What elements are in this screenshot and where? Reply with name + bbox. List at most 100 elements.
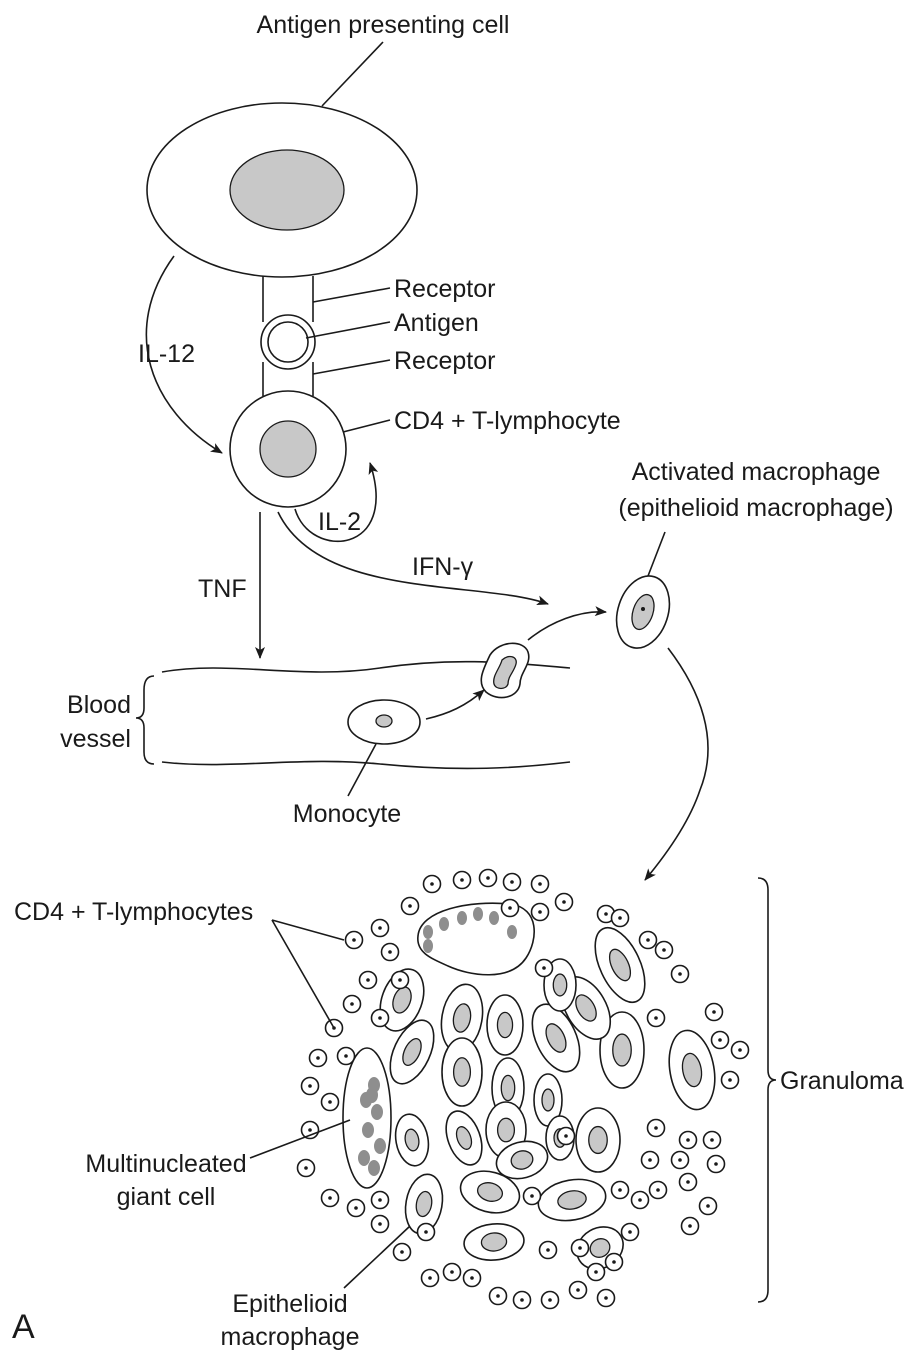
giant-cell-nucleus bbox=[473, 907, 483, 921]
lymphocyte-nucleus bbox=[648, 1158, 652, 1162]
lymphocyte-nucleus bbox=[638, 1198, 642, 1202]
blood-vessel-label-line2: vessel bbox=[60, 725, 131, 753]
lymphocyte-nucleus bbox=[366, 978, 370, 982]
lymphocyte-nucleus bbox=[428, 1276, 432, 1280]
apc-leader-line bbox=[322, 42, 383, 106]
lymphocyte-nucleus bbox=[378, 1222, 382, 1226]
macrophage-nucleus bbox=[589, 1127, 607, 1154]
activated-macrophage bbox=[608, 569, 678, 655]
receptor-top-leader bbox=[313, 288, 390, 302]
lymphocyte-nucleus bbox=[688, 1224, 692, 1228]
lymphocyte-nucleus bbox=[316, 1056, 320, 1060]
lymphocyte-nucleus bbox=[460, 878, 464, 882]
lymphocyte-nucleus bbox=[328, 1100, 332, 1104]
antigen-presenting-cell bbox=[147, 103, 417, 277]
granuloma-bracket bbox=[758, 878, 776, 1302]
lymphocyte-nucleus bbox=[654, 1016, 658, 1020]
giant-cell-nucleus bbox=[371, 1104, 383, 1120]
lymphocyte-nucleus bbox=[678, 1158, 682, 1162]
lymphocyte-nucleus bbox=[604, 912, 608, 916]
giant-cell-nucleus bbox=[439, 917, 449, 931]
antigen-leader bbox=[306, 322, 390, 338]
lymphocyte-nucleus bbox=[678, 972, 682, 976]
lymphocyte-nucleus bbox=[738, 1048, 742, 1052]
lymphocyte-nucleus bbox=[576, 1288, 580, 1292]
tnf-label: TNF bbox=[198, 575, 247, 603]
lymphocyte-nucleus bbox=[354, 1206, 358, 1210]
granuloma-label: Granuloma bbox=[780, 1067, 904, 1095]
lymphocyte-nucleus bbox=[546, 1248, 550, 1252]
lymphocyte-nucleus bbox=[328, 1196, 332, 1200]
lymphocyte-nucleus bbox=[520, 1298, 524, 1302]
giant-cell-nucleus bbox=[457, 911, 467, 925]
lymphocyte-nucleus bbox=[662, 948, 666, 952]
macrophage-nucleus bbox=[542, 1089, 554, 1111]
monocyte-label: Monocyte bbox=[293, 800, 401, 828]
lymphocyte-nucleus bbox=[604, 1296, 608, 1300]
lymphocyte-nucleus bbox=[378, 1198, 382, 1202]
lymphocyte-nucleus bbox=[618, 916, 622, 920]
lymphocyte-nucleus bbox=[308, 1128, 312, 1132]
lymphocyte-nucleus bbox=[538, 882, 542, 886]
giant-cell-nucleus bbox=[489, 911, 499, 925]
macrophage-nucleus bbox=[497, 1012, 512, 1037]
giant-cell-nucleus bbox=[423, 925, 433, 939]
cd4-t-lymphocyte bbox=[230, 391, 346, 507]
monocyte-migration-arrow bbox=[426, 690, 484, 719]
cd4-lymphocytes-leader-1 bbox=[272, 920, 344, 940]
granuloma bbox=[298, 870, 749, 1309]
multinucleated-giant-cell bbox=[343, 1048, 391, 1188]
monocyte-leader-line bbox=[348, 744, 376, 796]
lymphocyte-nucleus bbox=[530, 1194, 534, 1198]
macrophage-nucleus bbox=[498, 1118, 515, 1142]
monocyte bbox=[348, 700, 420, 744]
lymphocyte-nucleus bbox=[564, 1134, 568, 1138]
lymphocyte-nucleus bbox=[548, 1298, 552, 1302]
blood-vessel-label-line1: Blood bbox=[67, 691, 131, 719]
lymphocyte-nucleus bbox=[728, 1078, 732, 1082]
antigen-label: Antigen bbox=[394, 309, 479, 337]
lymphocyte-nucleus bbox=[618, 1188, 622, 1192]
lymphocyte-nucleus bbox=[408, 904, 412, 908]
macrophage-nucleus bbox=[501, 1075, 514, 1100]
cd4-label: CD4 + T-lymphocyte bbox=[394, 407, 621, 435]
lymphocyte-nucleus bbox=[612, 1260, 616, 1264]
lymphocyte-nucleus bbox=[538, 910, 542, 914]
giant-cell-nucleus bbox=[507, 925, 517, 939]
lymphocyte-nucleus bbox=[430, 882, 434, 886]
lymphocyte-nucleus bbox=[400, 1250, 404, 1254]
lymphocyte-nucleus bbox=[352, 938, 356, 942]
lymphocyte-nucleus bbox=[542, 966, 546, 970]
lymphocyte-nucleus bbox=[654, 1126, 658, 1130]
migration-to-activation-arrow bbox=[528, 612, 606, 640]
ifn-gamma-label: IFN-γ bbox=[412, 553, 474, 581]
blood-vessel-brace bbox=[136, 676, 154, 764]
lymphocyte-nucleus bbox=[350, 1002, 354, 1006]
activated-macrophage-label-line1: Activated macrophage bbox=[632, 458, 881, 486]
lymphocyte-nucleus bbox=[646, 938, 650, 942]
epithelioid-label-line1: Epithelioid bbox=[232, 1290, 347, 1318]
lymphocyte-nucleus bbox=[594, 1270, 598, 1274]
lymphocyte-nucleus bbox=[398, 978, 402, 982]
il2-label: IL-2 bbox=[318, 508, 361, 536]
to-granuloma-arrow bbox=[645, 648, 708, 880]
lymphocyte-nucleus bbox=[712, 1010, 716, 1014]
lymphocyte-nucleus bbox=[510, 880, 514, 884]
lymphocyte-nucleus bbox=[450, 1270, 454, 1274]
cd4-leader-line bbox=[343, 420, 390, 432]
receptor-bottom-label: Receptor bbox=[394, 347, 495, 375]
lymphocyte-nucleus bbox=[308, 1084, 312, 1088]
giant-cell-nucleus bbox=[358, 1150, 370, 1166]
lymphocyte-nucleus bbox=[656, 1188, 660, 1192]
lymphocyte-nucleus bbox=[508, 906, 512, 910]
cd4-lymphocytes-leader-2 bbox=[272, 920, 334, 1028]
apc-label: Antigen presenting cell bbox=[257, 11, 510, 39]
lymphocyte-nucleus bbox=[486, 876, 490, 880]
lymphocyte-nucleus bbox=[686, 1138, 690, 1142]
lymphocyte-nucleus bbox=[578, 1246, 582, 1250]
lymphocyte-nucleus bbox=[686, 1180, 690, 1184]
giant-cell-nucleus bbox=[374, 1138, 386, 1154]
lymphocyte-nucleus bbox=[470, 1276, 474, 1280]
giant-cell-nucleus bbox=[368, 1160, 380, 1176]
receptor-top-label: Receptor bbox=[394, 275, 495, 303]
